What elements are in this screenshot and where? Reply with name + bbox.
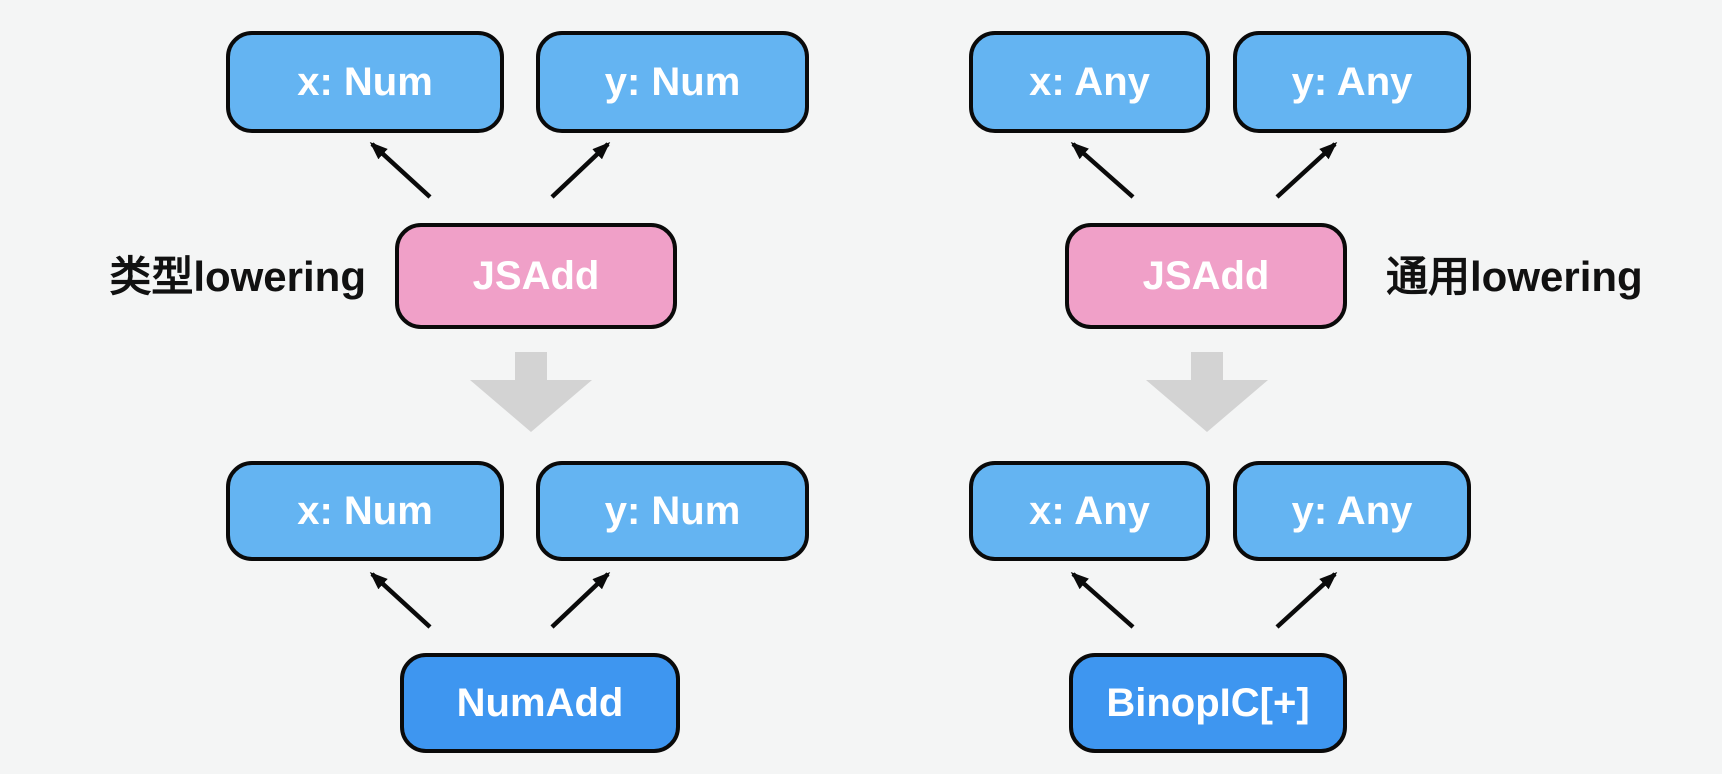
arrow-left-before-to-y-icon: [550, 141, 611, 199]
left-lowering-down-arrow-icon: [470, 352, 592, 432]
left-after-operand-x: x: Num: [226, 461, 504, 561]
arrow-right-after-to-x-icon: [1070, 572, 1135, 629]
left-after-op-node: NumAdd: [400, 653, 680, 753]
arrow-right-after-to-y-icon: [1275, 571, 1338, 629]
right-lowering-label: 通用lowering: [1386, 253, 1643, 300]
right-lowering-down-arrow-icon: [1146, 352, 1268, 432]
arrow-left-after-to-x-icon: [369, 571, 432, 629]
right-before-op-node: JSAdd: [1065, 223, 1347, 329]
arrow-right-before-to-y-icon: [1275, 141, 1338, 199]
right-after-operand-x: x: Any: [969, 461, 1210, 561]
left-after-operand-y: y: Num: [536, 461, 809, 561]
right-after-op-node: BinopIC[+]: [1069, 653, 1347, 753]
left-before-operand-y: y: Num: [536, 31, 809, 133]
right-before-operand-x: x: Any: [969, 31, 1210, 133]
left-before-op-node: JSAdd: [395, 223, 677, 329]
left-lowering-label: 类型lowering: [109, 253, 366, 300]
left-before-operand-x: x: Num: [226, 31, 504, 133]
arrow-right-before-to-x-icon: [1070, 142, 1135, 199]
right-after-operand-y: y: Any: [1233, 461, 1471, 561]
arrow-left-before-to-x-icon: [369, 141, 432, 199]
right-before-operand-y: y: Any: [1233, 31, 1471, 133]
arrow-left-after-to-y-icon: [550, 571, 611, 629]
